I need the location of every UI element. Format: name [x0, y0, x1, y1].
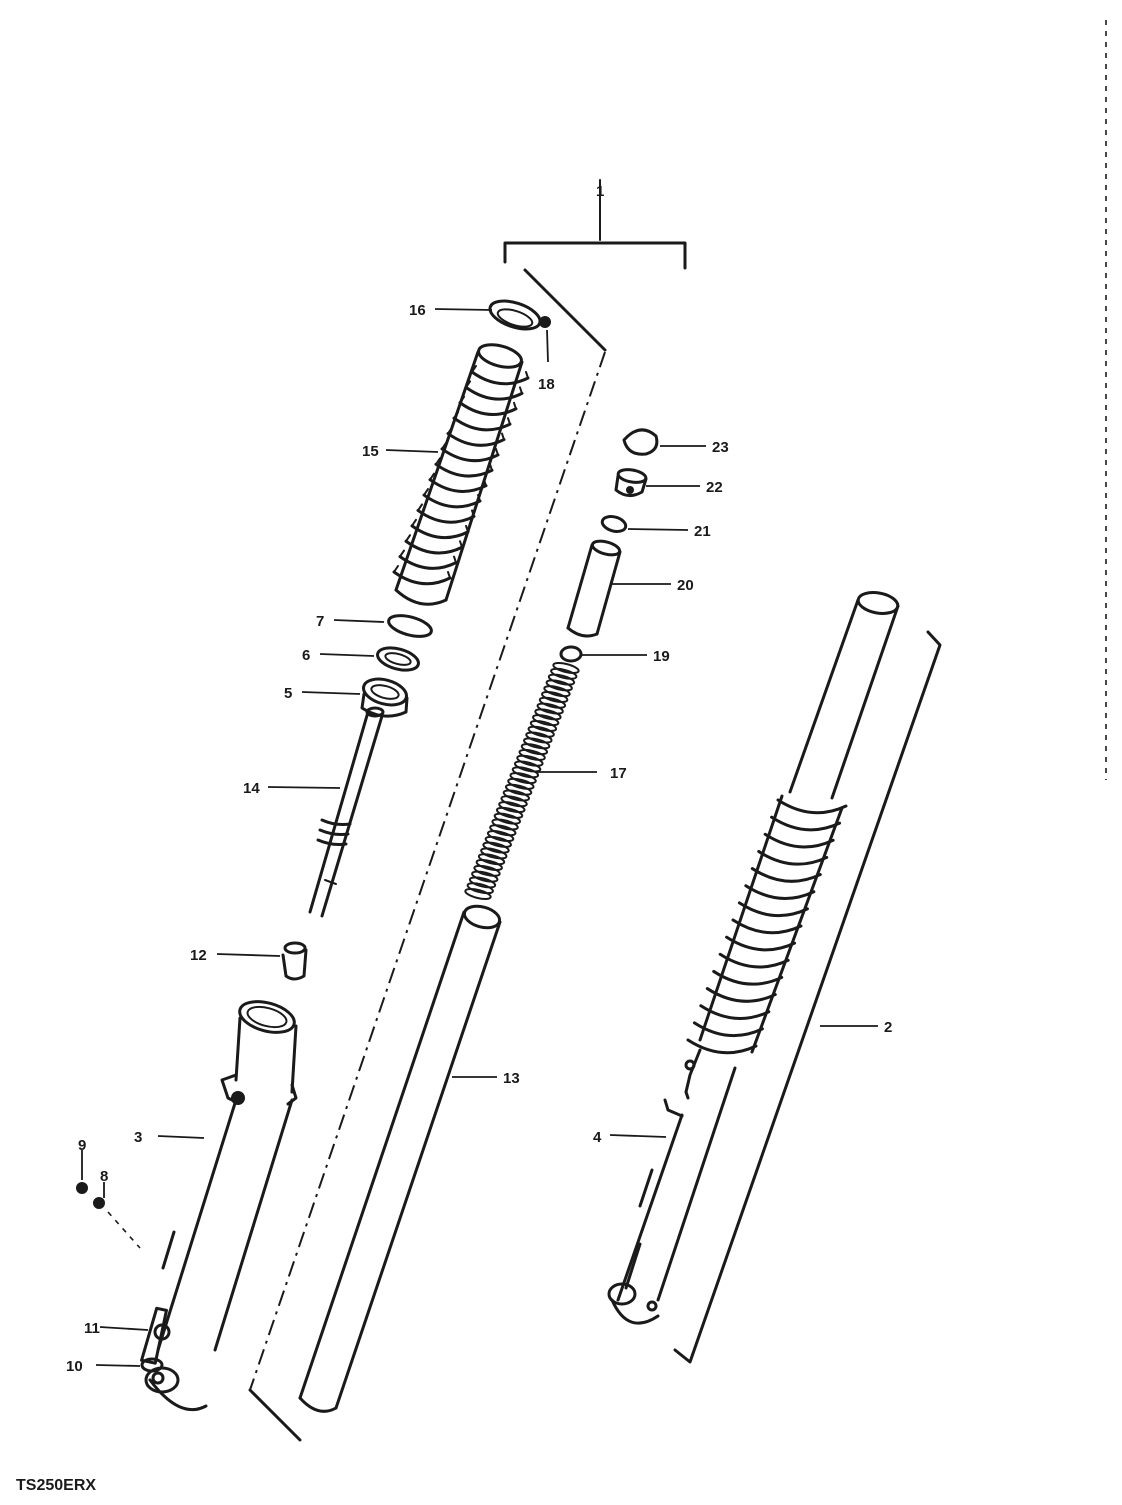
part-2-fork-assembly-right [607, 591, 900, 1325]
callout-1: 1 [596, 183, 604, 200]
callout-22: 22 [706, 479, 723, 496]
callout-labels: 1 2 3 4 5 6 7 8 9 10 11 12 13 14 15 16 1… [66, 183, 892, 1375]
part-9-drain-screw [76, 1150, 88, 1194]
part-21-o-ring [600, 515, 628, 533]
part-20-spacer [566, 539, 622, 638]
callout-13: 13 [503, 1070, 520, 1087]
part-6-ring [376, 646, 420, 672]
part-16-boot-clamp [488, 299, 542, 331]
callout-20: 20 [677, 577, 694, 594]
callout-12: 12 [190, 947, 207, 964]
callout-21: 21 [694, 523, 711, 540]
callout-10: 10 [66, 1358, 83, 1375]
leader-lines [95, 308, 878, 1367]
part-17-fork-spring [464, 662, 580, 900]
part-15-fork-boot [392, 343, 530, 606]
callout-6: 6 [302, 647, 310, 664]
callout-8: 8 [100, 1168, 108, 1185]
callout-7: 7 [316, 613, 324, 630]
callout-18: 18 [538, 376, 555, 393]
left-fork-group-bracket [248, 268, 607, 1442]
part-19-washer [559, 645, 583, 663]
part-23-cap [622, 428, 659, 456]
part-12-oil-lock-piece [281, 941, 308, 981]
part-22-cap-bolt [614, 468, 648, 497]
callout-16: 16 [409, 302, 426, 319]
right-fork-group-bracket [673, 630, 942, 1364]
callout-3: 3 [134, 1129, 142, 1146]
assembly-bracket-1 [503, 179, 687, 270]
callout-4: 4 [593, 1129, 602, 1146]
part-18-clamp-screw [539, 316, 551, 363]
part-5-oil-seal [360, 677, 409, 718]
callout-2: 2 [884, 1019, 892, 1036]
callout-14: 14 [243, 780, 260, 797]
part-7-ring [387, 614, 433, 638]
callout-5: 5 [284, 685, 292, 702]
callout-23: 23 [712, 439, 729, 456]
callout-11: 11 [84, 1320, 100, 1337]
part-13-inner-tube [298, 904, 502, 1413]
callout-19: 19 [653, 648, 670, 665]
callout-17: 17 [610, 765, 627, 782]
callout-15: 15 [362, 443, 379, 460]
model-code-label: TS250ERX [16, 1477, 96, 1494]
part-8-gasket [93, 1182, 141, 1249]
callout-9: 9 [78, 1137, 86, 1154]
part-3-outer-tube-left [144, 1000, 298, 1412]
part-14-damper-rod [308, 706, 385, 918]
part-10-bolt [140, 1306, 168, 1373]
